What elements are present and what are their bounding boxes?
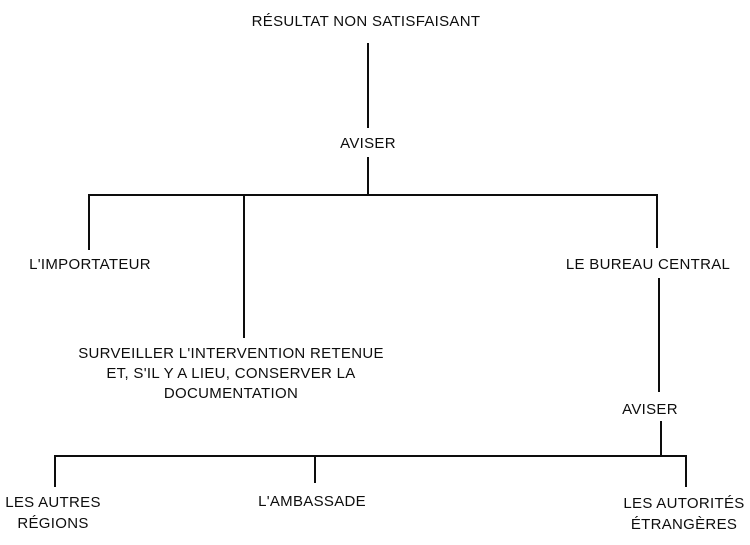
node-surveiller-line-3: DOCUMENTATION xyxy=(163,385,299,402)
node-autres-regions-line-1: LES AUTRES xyxy=(5,494,101,511)
node-autorites-etrangeres: LES AUTORITÉS ÉTRANGÈRES xyxy=(623,493,744,535)
node-aviser-2: AVISER xyxy=(622,401,678,418)
connector-aviser2-to-branchbar xyxy=(660,421,662,456)
connector-to-bureau-central xyxy=(656,194,658,248)
node-surveiller-line-1: SURVEILLER L'INTERVENTION RETENUE xyxy=(78,345,384,362)
connector-branchbar-2 xyxy=(54,455,687,457)
connector-bureau-to-aviser2 xyxy=(658,278,660,392)
node-surveiller-block: SURVEILLER L'INTERVENTION RETENUE ET, S'… xyxy=(78,344,384,404)
connector-to-ambassade xyxy=(314,455,316,483)
connector-to-importateur xyxy=(88,194,90,250)
node-autres-regions-line-2: RÉGIONS xyxy=(17,515,89,532)
node-importateur: L'IMPORTATEUR xyxy=(29,256,151,273)
connector-to-autorites-etrangeres xyxy=(685,455,687,487)
connector-to-surveiller xyxy=(243,194,245,338)
node-surveiller-line-2: ET, S'IL Y A LIEU, CONSERVER LA xyxy=(106,365,356,382)
node-ambassade: L'AMBASSADE xyxy=(258,493,366,510)
node-bureau-central: LE BUREAU CENTRAL xyxy=(565,256,731,273)
node-autres-regions: LES AUTRES RÉGIONS xyxy=(5,492,101,534)
connector-branchbar-1 xyxy=(88,194,658,196)
node-resultat-non-satisfaisant: RÉSULTAT NON SATISFAISANT xyxy=(251,13,481,30)
connector-root-to-aviser1 xyxy=(367,43,369,128)
node-autorites-etrangeres-line-2: ÉTRANGÈRES xyxy=(630,516,738,533)
connector-to-autres-regions xyxy=(54,455,56,487)
node-aviser-1: AVISER xyxy=(340,135,396,152)
node-autorites-etrangeres-line-1: LES AUTORITÉS xyxy=(623,495,745,512)
connector-aviser1-to-branchbar xyxy=(367,157,369,195)
